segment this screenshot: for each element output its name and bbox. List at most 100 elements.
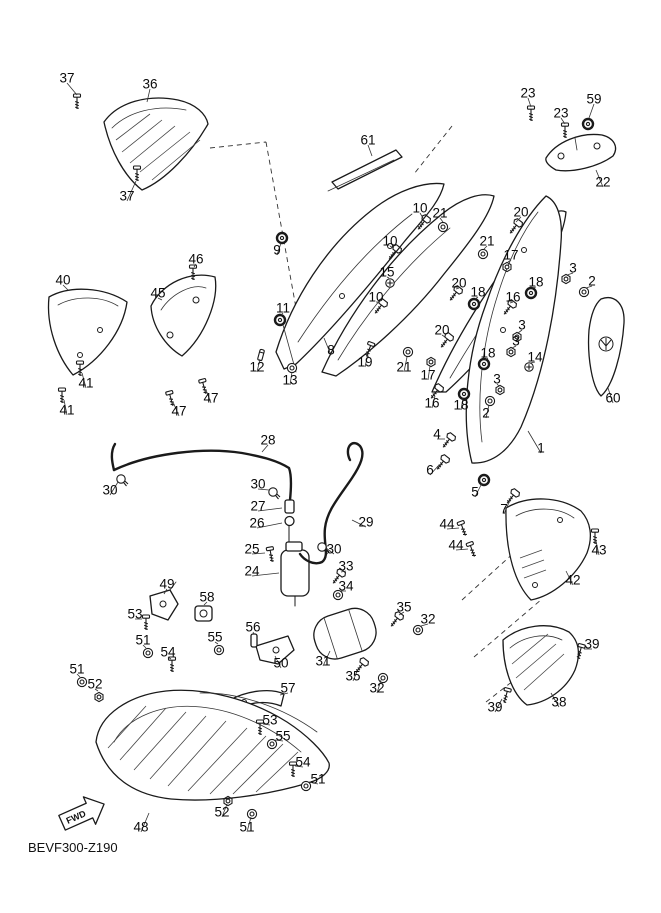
callout-33: 33: [338, 559, 353, 574]
callout-44: 44: [439, 517, 455, 532]
leader-line: [588, 103, 595, 119]
leader-line: [63, 399, 68, 416]
callout-61: 61: [360, 133, 375, 148]
callout-24: 24: [244, 564, 260, 579]
callout-42: 42: [565, 573, 580, 588]
leader-line: [595, 169, 604, 188]
leader-line: [429, 464, 440, 476]
callout-18: 18: [470, 285, 485, 300]
leader-line: [274, 739, 284, 742]
valve-27: [284, 499, 295, 549]
callout-60: 60: [605, 391, 620, 406]
leader-line: [439, 217, 444, 223]
washer-glyph: [213, 644, 225, 656]
clip-26: [284, 515, 295, 527]
callout-2: 2: [482, 406, 490, 421]
callout-34: 34: [338, 579, 354, 594]
leader-line: [246, 816, 252, 833]
washer-glyph: [246, 808, 258, 820]
screw-glyph: [385, 278, 395, 288]
screwS-glyph: [288, 761, 298, 777]
callout-18: 18: [453, 398, 468, 413]
leader-line: [527, 430, 542, 454]
leader-line: [566, 272, 574, 276]
leader-line: [460, 397, 464, 411]
leader-line: [367, 144, 373, 157]
callout-55: 55: [275, 729, 290, 744]
part-61-decal: [327, 149, 403, 192]
leader-line: [607, 387, 614, 404]
washer-glyph: [286, 362, 298, 374]
screwS-glyph: [465, 541, 476, 557]
callout-9: 9: [273, 243, 281, 258]
leader-line: [386, 276, 390, 279]
leader-line: [340, 570, 347, 573]
leader-line: [294, 765, 304, 768]
callout-20: 20: [451, 276, 466, 291]
washer-glyph: [142, 647, 154, 659]
callout-19: 19: [357, 355, 372, 370]
leader-line: [262, 723, 271, 726]
part-22-bracket: [545, 133, 617, 172]
callout-32: 32: [369, 681, 384, 696]
grom-glyph: [273, 313, 287, 327]
callout-10: 10: [412, 201, 427, 216]
bolt-glyph: [436, 454, 451, 470]
callout-37: 37: [119, 189, 134, 204]
bolt-glyph: [509, 218, 524, 234]
yamaha-tuning-fork-icon: [598, 336, 614, 352]
leader-line: [252, 631, 255, 635]
leader-line: [66, 82, 78, 96]
washer-glyph: [477, 248, 489, 260]
callout-3: 3: [493, 372, 501, 387]
bolt-glyph: [390, 611, 405, 627]
callout-21: 21: [479, 234, 494, 249]
leader-line: [289, 371, 293, 386]
nut-glyph: [94, 691, 104, 703]
hose-29: [298, 441, 364, 565]
leader-line: [485, 404, 490, 419]
callout-10: 10: [382, 234, 397, 249]
leader-line: [446, 527, 460, 530]
leader-line: [595, 540, 600, 556]
callout-41: 41: [78, 376, 93, 391]
screwS-glyph: [75, 360, 85, 376]
callout-2: 2: [588, 274, 596, 289]
screwS-glyph: [198, 378, 208, 394]
screwS-glyph: [265, 546, 275, 562]
grom-glyph: [581, 117, 595, 131]
screw-glyph: [524, 362, 534, 372]
callout-11: 11: [276, 301, 290, 316]
leader-line: [398, 611, 405, 616]
leader-line: [140, 812, 150, 833]
nut-glyph: [495, 384, 505, 396]
grom-glyph: [275, 231, 289, 245]
leader-line: [251, 572, 280, 577]
leader-line: [172, 401, 180, 417]
callout-28: 28: [260, 433, 275, 448]
leader-line: [507, 259, 512, 263]
washer-glyph: [484, 395, 496, 407]
leader-line: [257, 507, 283, 512]
leader-line: [494, 698, 503, 713]
leader-line: [527, 97, 532, 108]
diagram-artwork: FWD BEVF300-Z190: [28, 97, 625, 855]
leader-line: [511, 345, 517, 349]
leader-lines: [62, 82, 614, 833]
callout-8: 8: [327, 343, 335, 358]
callout-7: 7: [500, 502, 508, 517]
leader-line: [109, 481, 119, 496]
leader-line: [427, 365, 431, 381]
bolt-glyph: [503, 299, 518, 315]
callout-15: 15: [379, 265, 394, 280]
callout-30: 30: [102, 483, 117, 498]
callout-17: 17: [420, 368, 435, 383]
leader-line: [419, 212, 424, 219]
leader-line: [484, 357, 489, 361]
leader-line: [565, 570, 574, 586]
leader-line: [455, 548, 469, 551]
leader-line: [376, 679, 382, 694]
nut-glyph: [512, 331, 522, 343]
callout-41: 41: [59, 403, 74, 418]
